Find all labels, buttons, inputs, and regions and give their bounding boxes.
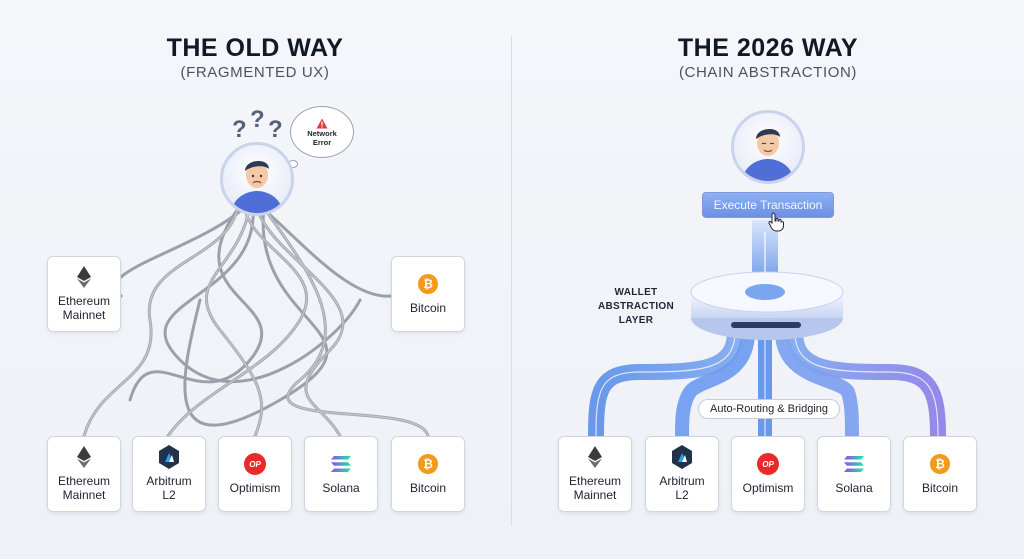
hand-cursor-icon xyxy=(768,212,784,232)
wallet-abstraction-layer-label: WALLET ABSTRACTION LAYER xyxy=(597,287,675,326)
question-mark: ? xyxy=(232,116,247,143)
ethereum-icon xyxy=(73,266,95,288)
optimism-icon: OP xyxy=(757,453,779,475)
auto-routing-label: Auto-Routing & Bridging xyxy=(698,399,840,419)
bitcoin-card-new: ₿ Bitcoin xyxy=(903,436,977,512)
error-line-1: Network xyxy=(307,128,337,138)
optimism-card-new: OP Optimism xyxy=(731,436,805,512)
old-way-panel: THE OLD WAY (FRAGMENTED UX) ? ? ? xyxy=(0,0,510,559)
bitcoin-icon: ₿ xyxy=(418,454,438,474)
ethereum-icon xyxy=(584,446,606,468)
question-mark: ? xyxy=(268,116,283,143)
ethereum-icon xyxy=(73,446,95,468)
optimism-card: OP Optimism xyxy=(218,436,292,512)
old-way-subtitle: (FRAGMENTED UX) xyxy=(180,64,330,81)
bitcoin-card-side: ₿ Bitcoin xyxy=(391,256,465,332)
arbitrum-icon xyxy=(158,445,180,469)
confused-user-avatar xyxy=(220,142,294,216)
solana-card: Solana xyxy=(304,436,378,512)
calm-user-avatar xyxy=(731,110,805,184)
error-line-2: Error xyxy=(312,137,332,147)
solana-icon xyxy=(330,453,352,475)
panel-divider xyxy=(511,36,512,526)
warning-icon xyxy=(316,118,328,128)
bitcoin-card: ₿ Bitcoin xyxy=(391,436,465,512)
wallet-abstraction-layer xyxy=(690,271,844,340)
solana-icon xyxy=(843,453,865,475)
ethereum-mainnet-card-side: Ethereum Mainnet xyxy=(47,256,121,332)
question-mark: ? xyxy=(250,106,265,133)
tangled-wires xyxy=(82,203,430,438)
wire xyxy=(257,203,393,298)
new-way-title: THE 2026 WAY xyxy=(677,34,859,62)
route-solana xyxy=(775,325,859,443)
solana-card-new: Solana xyxy=(817,436,891,512)
old-way-title: THE OLD WAY xyxy=(166,34,344,62)
arbitrum-l2-card-new: Arbitrum L2 xyxy=(645,436,719,512)
network-error-bubble: Network Error xyxy=(290,106,354,158)
wire xyxy=(163,204,362,383)
ethereum-mainnet-card: Ethereum Mainnet xyxy=(47,436,121,512)
ethereum-mainnet-card-new: Ethereum Mainnet xyxy=(558,436,632,512)
bitcoin-icon: ₿ xyxy=(418,274,438,294)
arbitrum-l2-card: Arbitrum L2 xyxy=(132,436,206,512)
new-way-subtitle: (CHAIN ABSTRACTION) xyxy=(678,64,858,81)
execute-transaction-button[interactable]: Execute Transaction xyxy=(702,192,834,218)
route-arbitrum xyxy=(675,325,755,443)
arbitrum-icon xyxy=(671,445,693,469)
bitcoin-icon: ₿ xyxy=(930,454,950,474)
optimism-icon: OP xyxy=(244,453,266,475)
new-way-panel: THE 2026 WAY (CHAIN ABSTRACTION) xyxy=(512,0,1024,559)
route-lines xyxy=(588,324,946,444)
